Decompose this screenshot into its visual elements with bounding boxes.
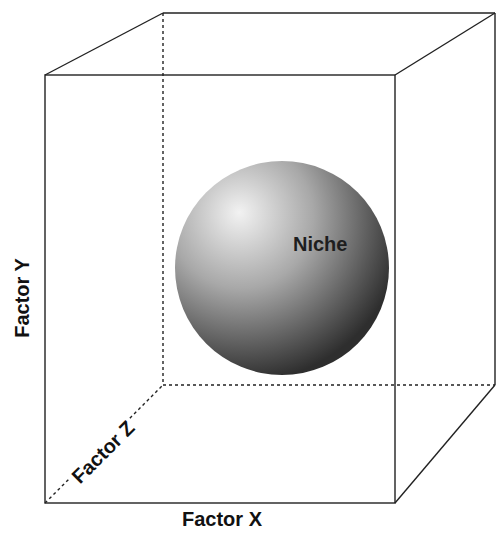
sphere-shape — [174, 160, 390, 376]
sphere — [175, 161, 389, 375]
hidden-edge — [162, 13, 163, 385]
axis-label: Factor X — [182, 508, 262, 530]
cube-edge — [163, 12, 495, 13]
front-face — [45, 75, 395, 503]
axis-label: Factor Z — [65, 414, 141, 490]
niche-sphere: Niche — [174, 160, 390, 376]
cube-edge — [45, 13, 163, 75]
hidden-edge — [45, 385, 163, 503]
cube-edges — [45, 13, 495, 503]
hidden-edge — [163, 384, 495, 385]
axis-label: Factor Y — [11, 258, 33, 338]
cube-edge — [395, 385, 495, 503]
niche-label: Niche — [293, 233, 347, 256]
cube-edge — [395, 13, 495, 75]
cube-edge — [494, 13, 495, 385]
